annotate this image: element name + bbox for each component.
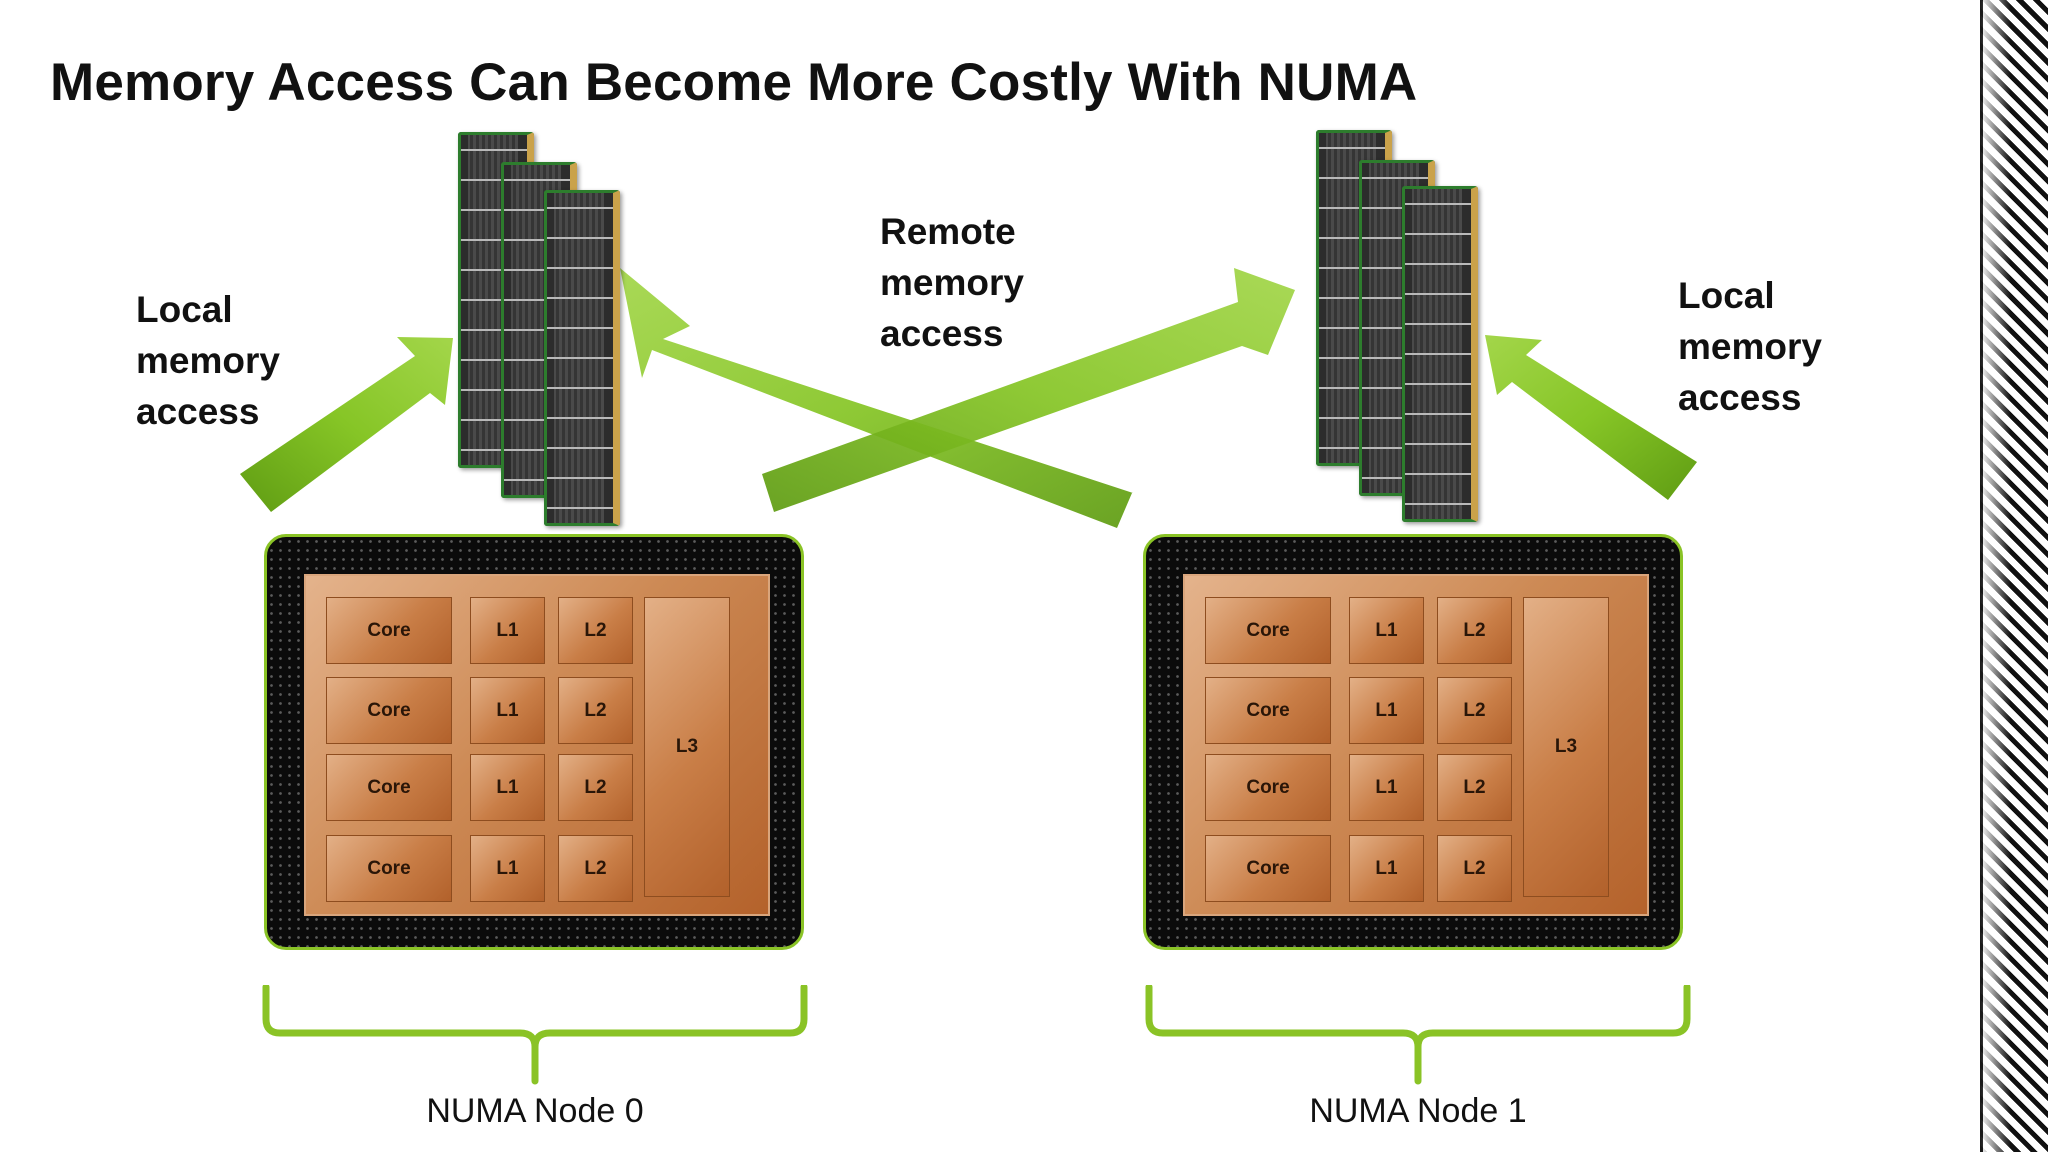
l2-cache: L2 [558,597,633,664]
local-access-arrow-left [240,337,453,512]
l3-cache: L3 [644,597,730,897]
core-block: Core [326,597,452,664]
ram-stick [1402,186,1478,522]
core-block: Core [326,677,452,744]
l2-cache: L2 [558,677,633,744]
numa-node-1-brace [1145,985,1691,1085]
memory-access-arrows [240,268,1697,528]
page-title: Memory Access Can Become More Costly Wit… [50,53,1418,112]
core-block: Core [1205,677,1331,744]
memory-modules-right [1316,130,1478,530]
core-block: Core [1205,835,1331,902]
numa-node-1-label: NUMA Node 1 [1309,1092,1527,1130]
l1-cache: L1 [470,754,545,821]
l1-cache: L1 [470,597,545,664]
l1-cache: L1 [470,677,545,744]
l1-cache: L1 [1349,597,1424,664]
slide-edge-pattern [1980,0,2048,1152]
l2-cache: L2 [558,835,633,902]
memory-modules-left [458,132,620,532]
l2-cache: L2 [1437,677,1512,744]
numa-node-0-brace [262,985,808,1085]
l2-cache: L2 [1437,835,1512,902]
processor-die: Core L1 L2 Core L1 L2 Core L1 L2 Core L1… [1183,574,1649,916]
l1-cache: L1 [1349,677,1424,744]
l2-cache: L2 [1437,754,1512,821]
ram-stick [544,190,620,526]
core-block: Core [1205,597,1331,664]
numa-node-0-label: NUMA Node 0 [426,1092,644,1130]
l1-cache: L1 [1349,754,1424,821]
l2-cache: L2 [558,754,633,821]
l3-cache: L3 [1523,597,1609,897]
numa-node-0-processor: Core L1 L2 Core L1 L2 Core L1 L2 Core L1… [264,534,804,950]
l1-cache: L1 [470,835,545,902]
numa-node-1-processor: Core L1 L2 Core L1 L2 Core L1 L2 Core L1… [1143,534,1683,950]
l2-cache: L2 [1437,597,1512,664]
processor-die: Core L1 L2 Core L1 L2 Core L1 L2 Core L1… [304,574,770,916]
core-block: Core [326,754,452,821]
core-block: Core [1205,754,1331,821]
remote-access-arrow-to-left-memory [620,268,1133,528]
l1-cache: L1 [1349,835,1424,902]
core-block: Core [326,835,452,902]
local-access-arrow-right [1485,335,1697,500]
remote-access-arrow-to-right-memory [762,268,1295,512]
